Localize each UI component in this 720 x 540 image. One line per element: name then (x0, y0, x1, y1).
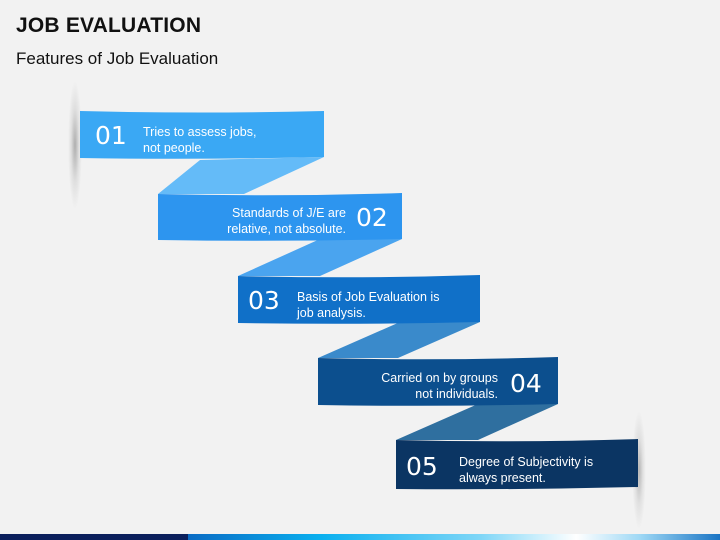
item-04-line1: Carried on by groups (381, 371, 498, 385)
item-03-number: 03 (248, 286, 280, 315)
footer-dark-segment (0, 534, 188, 540)
connector-3-4 (318, 322, 480, 358)
item-02-number: 02 (356, 203, 388, 232)
item-05-line2: always present. (459, 471, 546, 485)
item-02-line2: relative, not absolute. (227, 222, 346, 236)
band-01 (80, 111, 324, 159)
slide-title: JOB EVALUATION (16, 14, 202, 37)
item-04-text: Carried on by groups not individuals. (350, 370, 498, 402)
item-02-text: Standards of J/E are relative, not absol… (190, 205, 346, 237)
item-01-line2: not people. (143, 141, 205, 155)
band-02 (158, 193, 402, 241)
item-01-text: Tries to assess jobs, not people. (143, 124, 256, 156)
slide-subtitle: Features of Job Evaluation (16, 49, 219, 68)
item-03-line2: job analysis. (297, 306, 366, 320)
connector-2-3 (238, 239, 402, 276)
item-05-line1: Degree of Subjectivity is (459, 455, 594, 469)
band-04 (318, 357, 558, 406)
band-05 (396, 439, 638, 490)
connector-4-5 (396, 404, 558, 440)
item-04-number: 04 (510, 369, 542, 398)
item-01-number: 01 (95, 121, 127, 150)
connector-1-2 (158, 157, 324, 194)
item-02-line1: Standards of J/E are (232, 206, 346, 220)
item-05-number: 05 (406, 452, 438, 481)
footer-gradient-segment (188, 534, 720, 540)
band-03 (238, 275, 480, 324)
item-05-text: Degree of Subjectivity is always present… (459, 454, 593, 486)
item-04-line2: not individuals. (415, 387, 498, 401)
footer-bar (0, 534, 720, 540)
item-03-line1: Basis of Job Evaluation is (297, 290, 440, 304)
item-03-text: Basis of Job Evaluation is job analysis. (297, 289, 439, 321)
item-01-line1: Tries to assess jobs, (143, 125, 257, 139)
left-shadow-decoration (68, 80, 82, 210)
